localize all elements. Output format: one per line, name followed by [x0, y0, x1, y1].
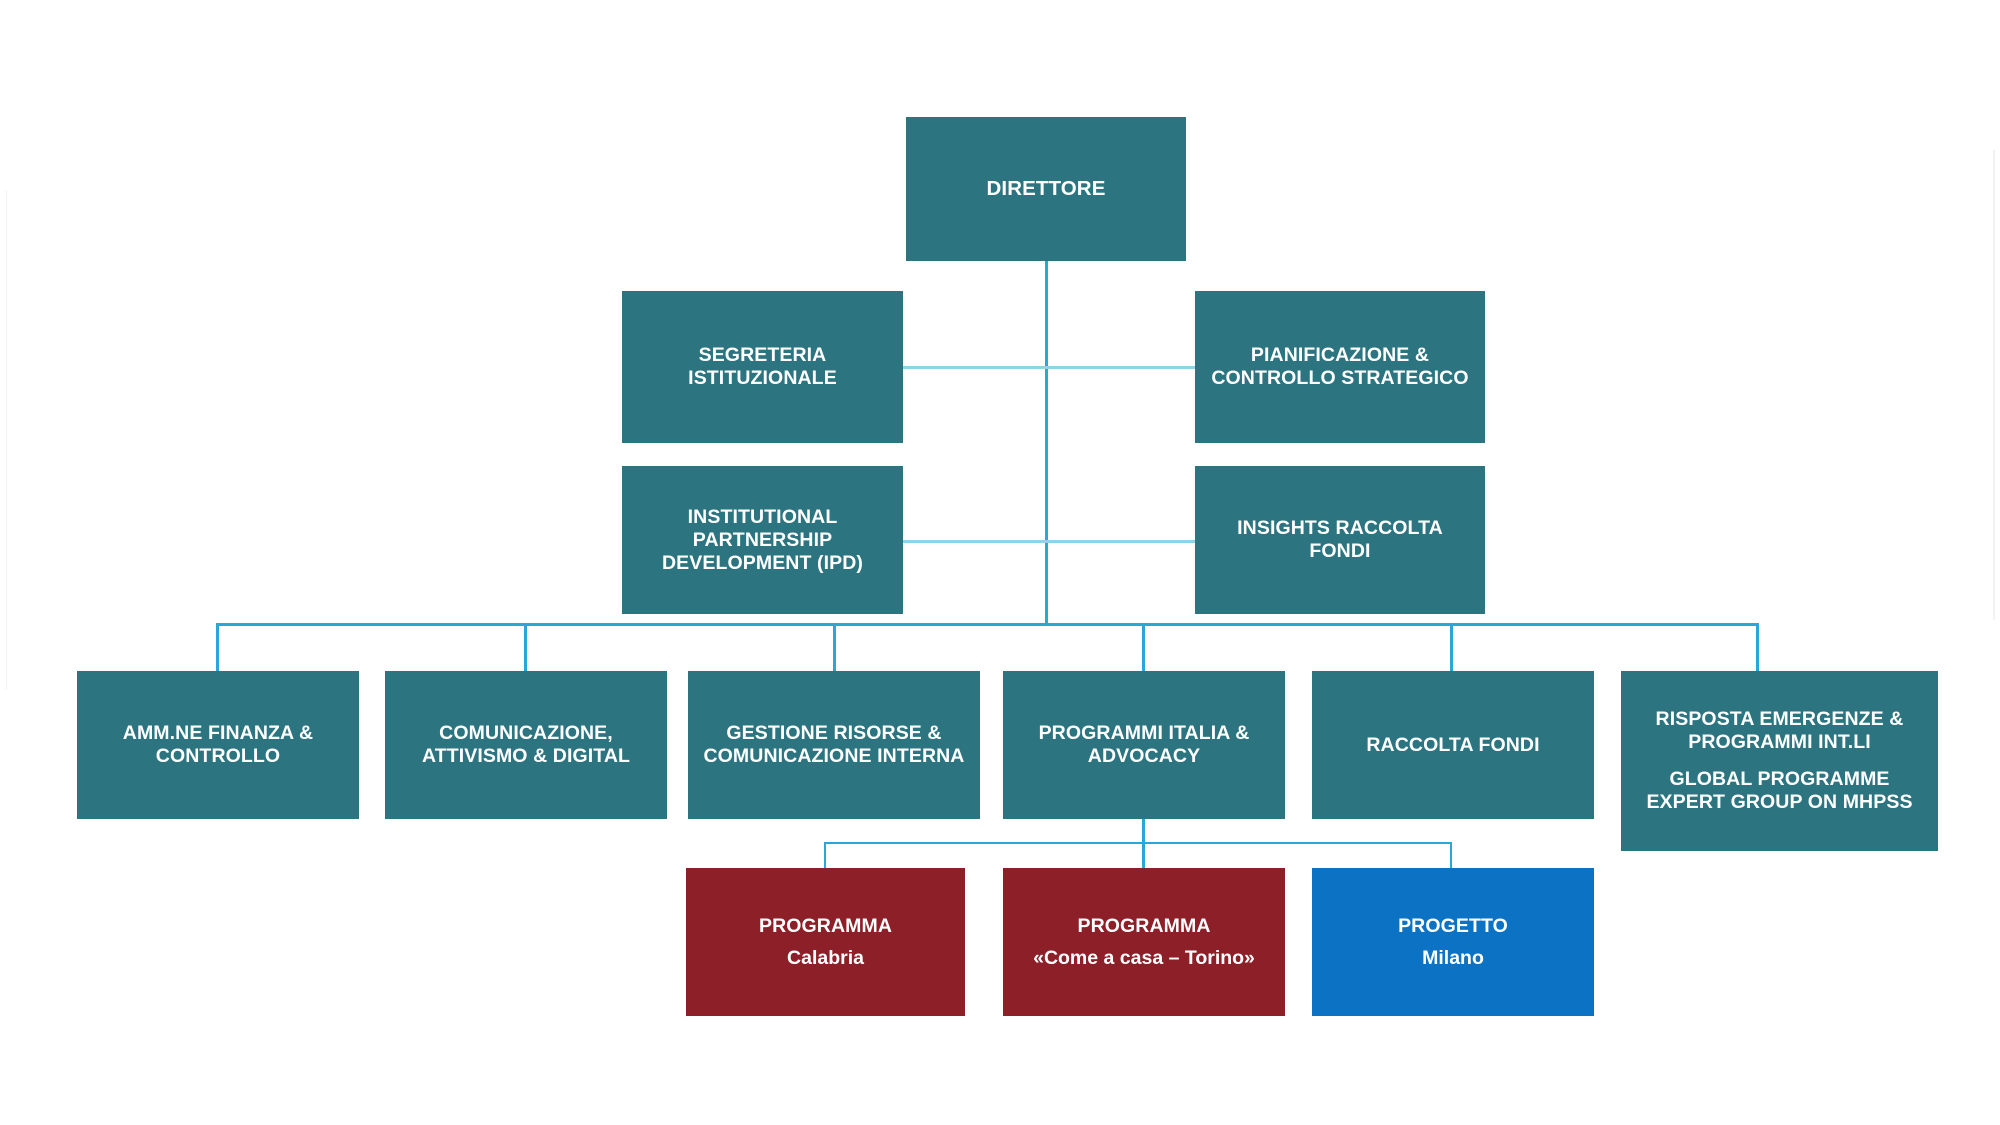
node-raccolta-fondi-label: RACCOLTA FONDI [1366, 733, 1540, 756]
node-risposta-emergenze-programmi-internazionali[interactable]: RISPOSTA EMERGENZE & PROGRAMMI INT.LI GL… [1621, 671, 1938, 851]
connector-branch-insights [1045, 540, 1195, 543]
connector-stem-program-3 [1450, 842, 1452, 868]
connector-branch-ipd [903, 540, 1047, 543]
node-progetto-milano[interactable]: PROGETTO Milano [1312, 868, 1594, 1016]
connector-branch-pianificazione [1045, 366, 1195, 369]
node-progetto-milano-label: PROGETTO [1398, 914, 1508, 937]
node-progetto-milano-sublabel: Milano [1422, 946, 1484, 969]
connector-programme-bus [824, 842, 1452, 844]
node-insights-raccolta-fondi[interactable]: INSIGHTS RACCOLTA FONDI [1195, 466, 1485, 614]
node-ammne-finanza-controllo-label: AMM.NE FINANZA & CONTROLLO [122, 722, 314, 767]
node-risposta-emergenze-secondary-label: GLOBAL PROGRAMME EXPERT GROUP ON MHPSS [1646, 768, 1913, 813]
connector-stem-dept-6 [1756, 623, 1759, 671]
connector-stem-program-1 [824, 842, 826, 868]
node-gestione-risorse-comunicazione-interna[interactable]: GESTIONE RISORSE & COMUNICAZIONE INTERNA [688, 671, 980, 819]
node-programmi-italia-advocacy-label: PROGRAMMI ITALIA & ADVOCACY [1038, 722, 1250, 767]
node-pianificazione-controllo-strategico-label: PIANIFICAZIONE & CONTROLLO STRATEGICO [1211, 344, 1469, 389]
node-institutional-partnership-development-label: INSTITUTIONAL PARTNERSHIP DEVELOPMENT (I… [661, 505, 864, 574]
node-programma-calabria-sublabel: Calabria [787, 946, 864, 969]
connector-stem-dept-3 [833, 623, 836, 671]
node-ammne-finanza-controllo[interactable]: AMM.NE FINANZA & CONTROLLO [77, 671, 359, 819]
node-programmi-italia-advocacy[interactable]: PROGRAMMI ITALIA & ADVOCACY [1003, 671, 1285, 819]
node-segreteria-istituzionale[interactable]: SEGRETERIA ISTITUZIONALE [622, 291, 903, 443]
connector-department-bus [216, 623, 1759, 626]
node-institutional-partnership-development[interactable]: INSTITUTIONAL PARTNERSHIP DEVELOPMENT (I… [622, 466, 903, 614]
node-risposta-emergenze-primary-label: RISPOSTA EMERGENZE & PROGRAMMI INT.LI [1655, 708, 1904, 753]
connector-director-spine [1045, 261, 1048, 625]
node-programma-come-a-casa-torino-label: PROGRAMMA [1077, 914, 1211, 937]
connector-stem-dept-4 [1142, 623, 1145, 671]
connector-stem-dept-2 [524, 623, 527, 671]
node-insights-raccolta-fondi-label: INSIGHTS RACCOLTA FONDI [1237, 517, 1443, 562]
connector-stem-dept-5 [1450, 623, 1453, 671]
node-programma-calabria-label: PROGRAMMA [758, 914, 893, 937]
node-direttore-label: DIRETTORE [986, 176, 1106, 200]
connector-branch-segreteria [903, 366, 1047, 369]
slide-edge-artifact-left [6, 190, 7, 690]
node-pianificazione-controllo-strategico[interactable]: PIANIFICAZIONE & CONTROLLO STRATEGICO [1195, 291, 1485, 443]
node-comunicazione-attivismo-digital-label: COMUNICAZIONE, ATTIVISMO & DIGITAL [421, 722, 631, 767]
node-direttore[interactable]: DIRETTORE [906, 117, 1186, 261]
node-gestione-risorse-comunicazione-interna-label: GESTIONE RISORSE & COMUNICAZIONE INTERNA [703, 722, 965, 767]
node-raccolta-fondi[interactable]: RACCOLTA FONDI [1312, 671, 1594, 819]
node-programma-calabria[interactable]: PROGRAMMA Calabria [686, 868, 965, 1016]
node-segreteria-istituzionale-label: SEGRETERIA ISTITUZIONALE [688, 344, 837, 389]
connector-stem-dept-1 [216, 623, 219, 671]
node-comunicazione-attivismo-digital[interactable]: COMUNICAZIONE, ATTIVISMO & DIGITAL [385, 671, 667, 819]
node-programma-come-a-casa-torino[interactable]: PROGRAMMA «Come a casa – Torino» [1003, 868, 1285, 1016]
node-programma-come-a-casa-torino-sublabel: «Come a casa – Torino» [1033, 946, 1255, 969]
slide-edge-artifact-right [1993, 150, 1995, 620]
